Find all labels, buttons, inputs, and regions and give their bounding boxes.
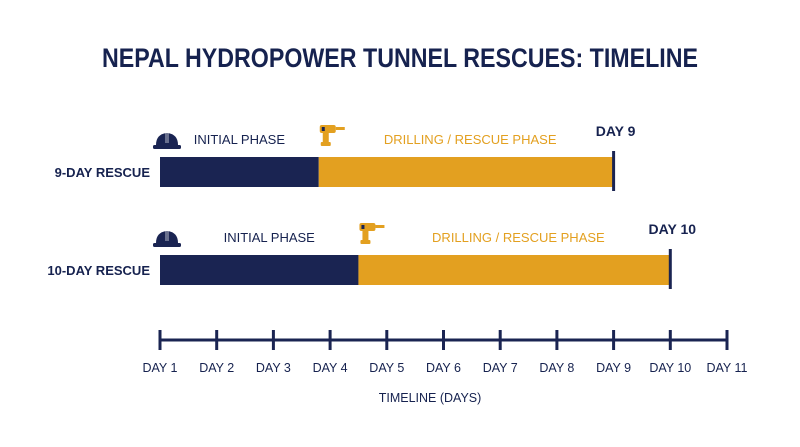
initial-phase-label: INITIAL PHASE xyxy=(224,230,316,245)
drill-icon xyxy=(359,223,385,244)
row-label: 10-DAY RESCUE xyxy=(47,263,150,278)
x-tick-label: DAY 5 xyxy=(369,361,404,375)
x-tick-label: DAY 3 xyxy=(256,361,291,375)
initial-phase-label: INITIAL PHASE xyxy=(194,132,286,147)
x-tick-label: DAY 2 xyxy=(199,361,234,375)
x-tick-label: DAY 8 xyxy=(539,361,574,375)
hard-hat-icon xyxy=(153,133,181,149)
x-tick-label: DAY 4 xyxy=(313,361,348,375)
x-tick-label: DAY 11 xyxy=(707,361,748,375)
drill-icon xyxy=(319,125,345,146)
row-label: 9-DAY RESCUE xyxy=(55,165,151,180)
drilling-phase-bar xyxy=(358,255,671,285)
x-axis-label: TIMELINE (DAYS) xyxy=(379,391,482,405)
initial-phase-bar xyxy=(160,255,359,285)
end-day-label: DAY 10 xyxy=(649,221,697,237)
x-tick-label: DAY 9 xyxy=(596,361,631,375)
drilling-phase-label: DRILLING / RESCUE PHASE xyxy=(384,132,557,147)
x-tick-label: DAY 7 xyxy=(483,361,518,375)
hard-hat-icon xyxy=(153,231,181,247)
drilling-phase-label: DRILLING / RESCUE PHASE xyxy=(432,230,605,245)
x-tick-label: DAY 10 xyxy=(649,361,691,375)
end-day-label: DAY 9 xyxy=(596,123,636,139)
chart-title: NEPAL HYDROPOWER TUNNEL RESCUES: TIMELIN… xyxy=(101,43,699,73)
x-tick-label: DAY 6 xyxy=(426,361,461,375)
drilling-phase-bar xyxy=(318,157,614,187)
x-tick-label: DAY 1 xyxy=(143,361,178,375)
initial-phase-bar xyxy=(160,157,319,187)
